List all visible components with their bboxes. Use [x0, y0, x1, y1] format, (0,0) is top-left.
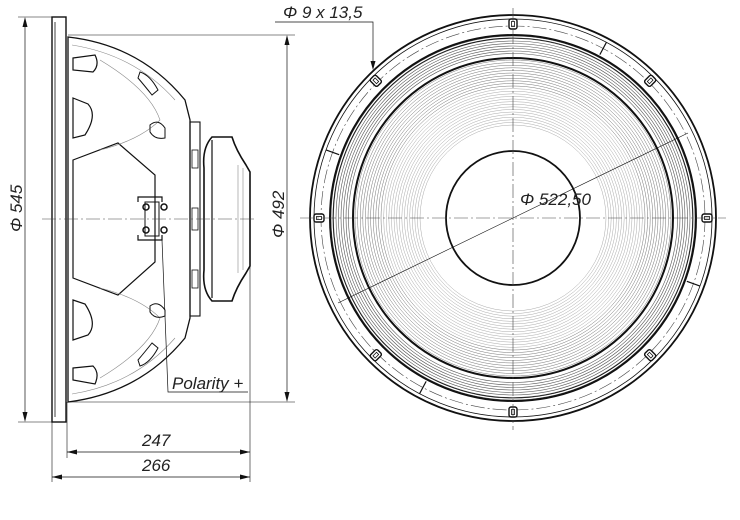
bayonet-notch [325, 149, 340, 156]
terminal-block [137, 196, 168, 241]
side-view: Polarity + Φ 545 Φ 492 247 266 [7, 16, 295, 482]
dimension-545: Φ 545 [7, 17, 28, 422]
mounting-hole [369, 74, 383, 88]
magnet-assembly [202, 136, 251, 302]
dimension-266: 266 [52, 456, 250, 480]
svg-text:266: 266 [141, 456, 171, 475]
basket-frame [67, 36, 191, 403]
mounting-flange [51, 16, 67, 423]
mounting-hole [369, 348, 383, 362]
dimension-247: 247 [67, 431, 250, 455]
bayonet-notch [686, 280, 701, 287]
bayonet-notch [419, 381, 427, 394]
mounting-hole [643, 348, 657, 362]
svg-text:Φ 492: Φ 492 [269, 190, 288, 238]
svg-text:Φ 545: Φ 545 [7, 184, 26, 232]
front-view: Φ 522,50 Φ 9 x 13,5 [275, 3, 726, 430]
svg-text:247: 247 [141, 431, 171, 450]
mounting-hole [643, 74, 657, 88]
mounting-hole-label: Φ 9 x 13,5 [283, 3, 363, 22]
bolt-circle-label: Φ 522,50 [520, 190, 591, 209]
bayonet-notch [599, 42, 607, 55]
polarity-label: Polarity + [172, 374, 243, 393]
dimension-492: Φ 492 [269, 35, 290, 402]
